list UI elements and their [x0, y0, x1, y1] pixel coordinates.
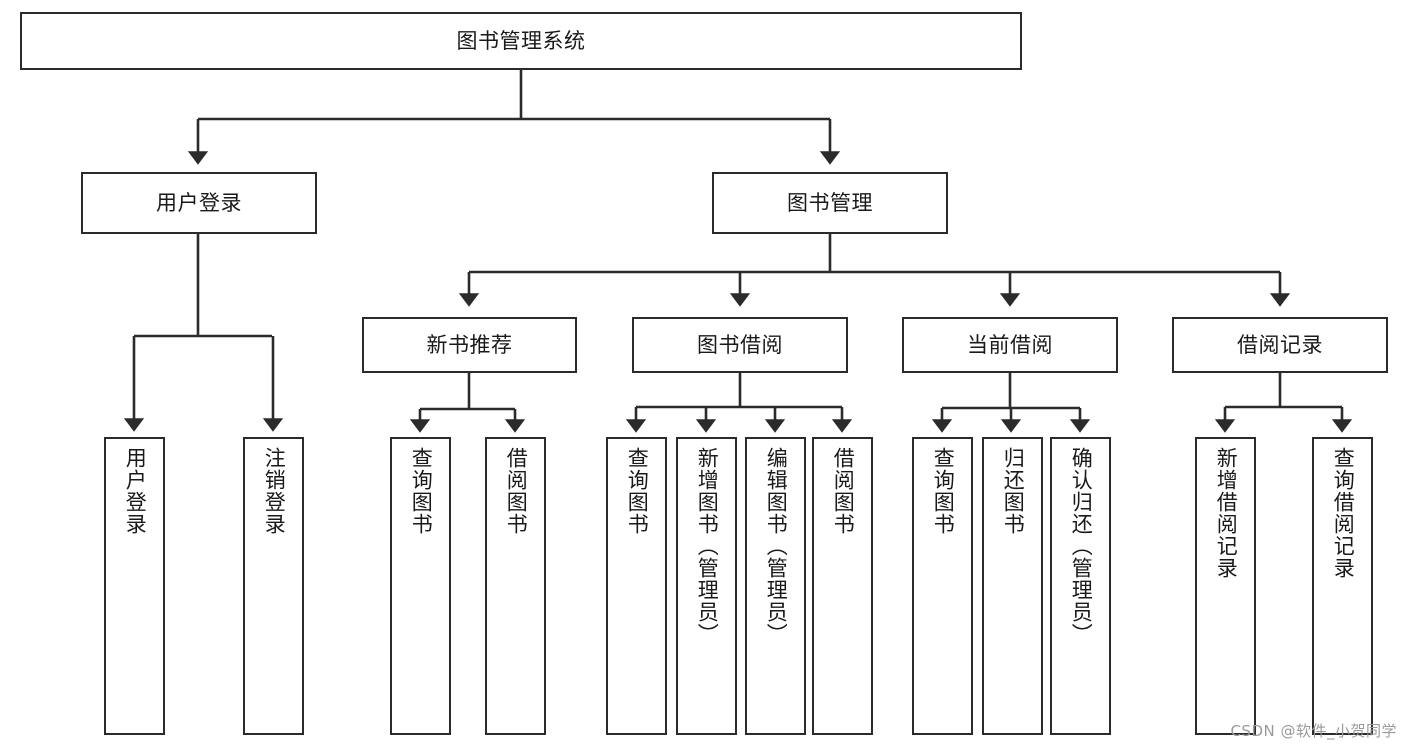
leaf-borrow-query-book[interactable]: 查询图书 [606, 437, 667, 735]
watermark-text: CSDN @软件_小贺同学 [1230, 722, 1397, 740]
leaf-record-add-record[interactable]: 新增借阅记录 [1195, 437, 1256, 735]
leaf-recommend-query-book-label: 查询图书 [409, 447, 434, 535]
leaf-recommend-query-book[interactable]: 查询图书 [390, 437, 451, 735]
node-new-book-recommend-label: 新书推荐 [426, 332, 513, 357]
leaf-recommend-borrow-book-label: 借阅图书 [504, 447, 529, 535]
node-user-login[interactable]: 用户登录 [81, 172, 317, 234]
leaf-borrow-borrow-book-label: 借阅图书 [831, 447, 856, 535]
leaf-current-return-book-label: 归还图书 [1001, 447, 1026, 535]
leaf-borrow-edit-book[interactable]: 编辑图书（管理员） [745, 437, 806, 735]
leaf-current-confirm-return[interactable]: 确认归还（管理员） [1050, 437, 1111, 735]
node-borrow-record-label: 借阅记录 [1237, 332, 1323, 357]
node-borrow-record[interactable]: 借阅记录 [1172, 317, 1388, 373]
node-root[interactable]: 图书管理系统 [20, 12, 1022, 70]
node-book-management[interactable]: 图书管理 [712, 172, 948, 234]
leaf-current-query-book[interactable]: 查询图书 [912, 437, 973, 735]
node-book-borrow-label: 图书借阅 [697, 332, 783, 357]
leaf-user-login-signout[interactable]: 注销登录 [243, 437, 304, 735]
leaf-current-query-book-label: 查询图书 [931, 447, 956, 535]
leaf-borrow-borrow-book[interactable]: 借阅图书 [812, 437, 873, 735]
leaf-user-login-signout-label: 注销登录 [262, 447, 287, 535]
node-book-management-label: 图书管理 [787, 190, 873, 215]
node-user-login-label: 用户登录 [156, 190, 242, 215]
node-root-label: 图书管理系统 [456, 28, 586, 53]
node-current-borrow-label: 当前借阅 [967, 332, 1053, 357]
leaf-borrow-edit-book-label: 编辑图书（管理员） [764, 447, 789, 645]
leaf-borrow-add-book[interactable]: 新增图书（管理员） [676, 437, 737, 735]
node-current-borrow[interactable]: 当前借阅 [902, 317, 1118, 373]
leaf-user-login-signin-label: 用户登录 [123, 447, 148, 535]
leaf-record-add-record-label: 新增借阅记录 [1214, 447, 1239, 579]
leaf-current-return-book[interactable]: 归还图书 [982, 437, 1043, 735]
leaf-current-confirm-return-label: 确认归还（管理员） [1069, 447, 1094, 645]
leaf-user-login-signin[interactable]: 用户登录 [104, 437, 165, 735]
leaf-record-query-record[interactable]: 查询借阅记录 [1312, 437, 1373, 735]
node-new-book-recommend[interactable]: 新书推荐 [362, 317, 577, 373]
leaf-recommend-borrow-book[interactable]: 借阅图书 [485, 437, 546, 735]
leaf-borrow-query-book-label: 查询图书 [625, 447, 650, 535]
node-book-borrow[interactable]: 图书借阅 [632, 317, 848, 373]
leaf-borrow-add-book-label: 新增图书（管理员） [695, 447, 720, 645]
leaf-record-query-record-label: 查询借阅记录 [1331, 447, 1356, 579]
